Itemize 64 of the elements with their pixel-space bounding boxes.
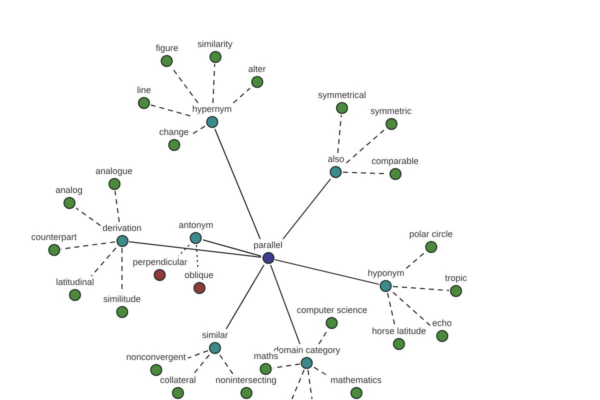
- connector-line: [272, 364, 300, 368]
- connector-line: [212, 64, 216, 104]
- node-label: symmetric: [370, 106, 412, 117]
- connector-line: [196, 244, 198, 270]
- node-label: polar circle: [408, 229, 454, 240]
- connector-line: [60, 241, 116, 250]
- node-label: hypernym: [191, 104, 233, 115]
- connector-line: [274, 259, 380, 285]
- node-label: maths: [252, 351, 280, 362]
- node-label: figure: [154, 43, 180, 54]
- connector-line: [292, 370, 305, 400]
- node-label: mathematics: [329, 375, 383, 386]
- connector-line: [282, 178, 331, 240]
- node-label: hyponym: [366, 268, 406, 279]
- node-label: similar: [201, 330, 229, 341]
- connector-line: [387, 292, 396, 326]
- connector-line: [76, 208, 101, 226]
- node-label: also: [326, 154, 346, 165]
- node-label: collateral: [158, 375, 198, 386]
- connector-line: [91, 248, 116, 276]
- node-label: oblique: [183, 270, 215, 281]
- node-label: similarity: [196, 39, 234, 50]
- node-label: echo: [431, 318, 453, 329]
- node-label: analog: [54, 185, 84, 196]
- node-label: alter: [247, 64, 267, 75]
- node-label: analogue: [94, 166, 134, 177]
- connector-line: [219, 354, 234, 374]
- connector-line: [232, 88, 250, 104]
- connector-line: [190, 126, 206, 136]
- node-label: symmetrical: [317, 90, 367, 101]
- node-label: comparable: [370, 156, 420, 167]
- connector-line: [270, 264, 300, 344]
- connector-line: [193, 354, 210, 374]
- connector-line: [128, 241, 262, 258]
- node-label: computer science: [296, 305, 368, 316]
- node-label: parallel: [252, 240, 284, 251]
- node-label: nonconvergent: [125, 352, 187, 363]
- node-label: perpendicular: [132, 257, 188, 268]
- connector-line: [187, 350, 208, 359]
- connector-line: [214, 128, 261, 240]
- node-label: latitudinal: [54, 277, 96, 288]
- connector-line: [337, 114, 342, 154]
- node-label: line: [136, 85, 152, 96]
- connector-line: [114, 190, 120, 222]
- connector-line: [392, 292, 431, 326]
- connector-line: [150, 104, 191, 116]
- connector-line: [226, 264, 264, 330]
- connector-line: [406, 252, 424, 269]
- connector-line: [178, 244, 190, 256]
- node-label: antonym: [178, 220, 214, 231]
- connector-line: [318, 330, 328, 344]
- node-label: tropic: [444, 273, 468, 284]
- node-label: horse latitude: [370, 326, 428, 337]
- node-label: similitude: [102, 294, 142, 305]
- node-label: counterpart: [30, 232, 78, 243]
- connector-line: [392, 286, 450, 291]
- node-label: derivation: [101, 223, 143, 234]
- connector-line: [314, 366, 329, 377]
- connector-line: [172, 68, 198, 104]
- connector-line: [308, 370, 312, 400]
- node-label: nonintersecting: [214, 375, 278, 386]
- node-label: change: [158, 127, 190, 138]
- connector-line: [202, 239, 262, 257]
- connector-line: [346, 130, 384, 164]
